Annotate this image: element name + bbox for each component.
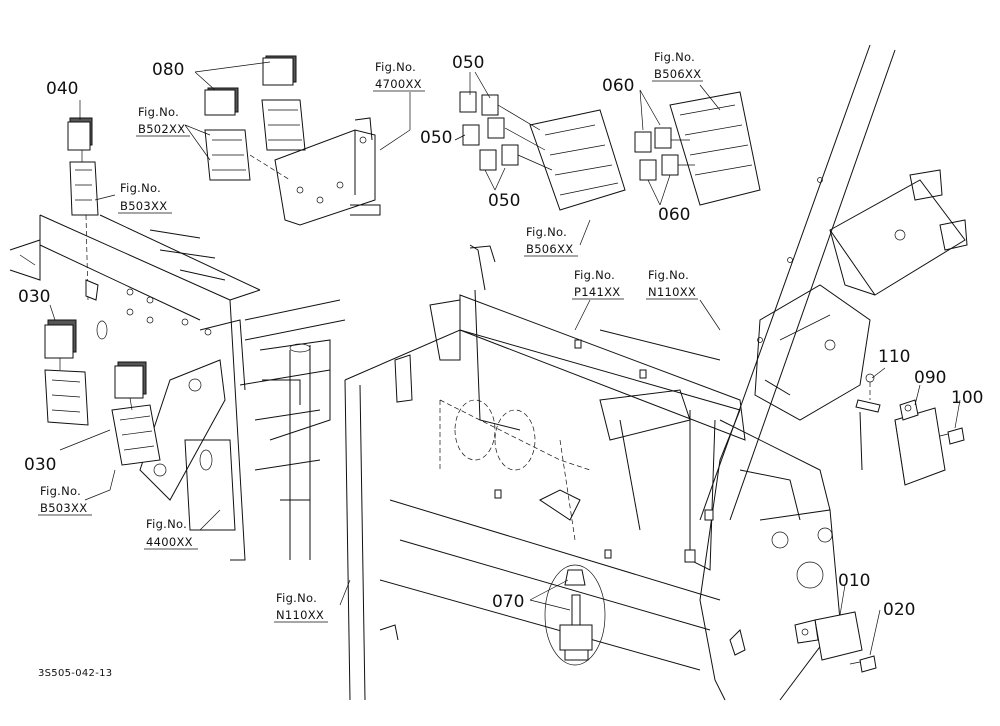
left-frame-structure [9,214,346,561]
fuse-box-assemblies [459,91,761,211]
fig-ref-p141: Fig.No. P141XX [572,268,624,300]
fig-ref-4400: Fig.No. 4400XX [144,517,198,550]
fig-ref-b506-top: Fig.No. B506XX [652,50,703,82]
svg-text:Fig.No.: Fig.No. [146,517,187,531]
document-code: 3S505-042-13 [38,668,112,679]
svg-text:N110XX: N110XX [648,285,696,299]
svg-text:Fig.No.: Fig.No. [40,484,81,498]
callout-040: 040 [46,79,78,99]
relay-040-assembly [67,117,99,301]
callout-100: 100 [951,388,983,408]
right-bracket-plates [754,169,968,421]
svg-text:Fig.No.: Fig.No. [574,268,615,282]
callout-070: 070 [492,592,524,612]
svg-text:Fig.No.: Fig.No. [276,591,317,605]
part-010-020-assembly [794,611,877,673]
callout-050-top: 050 [452,53,484,73]
callout-090: 090 [914,368,946,388]
part-090-110-100-assembly [855,373,965,486]
relay-080-assembly [204,55,381,226]
svg-text:B506XX: B506XX [526,242,573,256]
svg-text:B503XX: B503XX [40,501,87,515]
svg-text:Fig.No.: Fig.No. [526,225,567,239]
callout-010: 010 [838,571,870,591]
relay-030-upper-assembly [44,319,89,426]
callout-labels: 040 080 030 030 050 050 050 060 060 070 … [18,53,983,620]
callout-050-left: 050 [420,128,452,148]
callout-060-top: 060 [602,76,634,96]
svg-text:P141XX: P141XX [574,285,620,299]
fig-references: Fig.No. B502XX Fig.No. 4700XX Fig.No. B5… [38,50,703,623]
svg-text:B502XX: B502XX [138,122,185,136]
svg-text:B506XX: B506XX [654,67,701,81]
svg-text:4400XX: 4400XX [146,535,193,549]
callout-080: 080 [152,60,184,80]
relay-030-lower-assembly [111,361,161,466]
svg-text:Fig.No.: Fig.No. [138,105,179,119]
callout-030-lower: 030 [24,455,56,475]
fig-ref-4700: Fig.No. 4700XX [373,60,425,92]
fig-ref-n110-upper: Fig.No. N110XX [646,268,698,300]
svg-text:B503XX: B503XX [120,199,167,213]
svg-text:4700XX: 4700XX [375,77,422,91]
fuse-060-group [634,127,679,181]
svg-text:Fig.No.: Fig.No. [375,60,416,74]
callout-060-bottom: 060 [658,205,690,225]
fig-ref-b506-bottom: Fig.No. B506XX [524,225,578,257]
callout-050-bottom: 050 [488,191,520,211]
callout-030-upper: 030 [18,287,50,307]
fig-ref-n110-lower: Fig.No. N110XX [274,591,328,623]
part-070-assembly [544,564,606,666]
svg-text:N110XX: N110XX [276,608,324,622]
fuse-050-group [459,91,519,171]
central-main-frame [344,244,841,701]
svg-text:Fig.No.: Fig.No. [654,50,695,64]
leader-lines [49,61,961,656]
callout-110: 110 [878,347,910,367]
callout-020: 020 [883,600,915,620]
diagonal-beam [699,44,896,521]
fig-ref-b503-upper: Fig.No. B503XX [118,181,172,214]
fig-ref-b503-lower: Fig.No. B503XX [38,484,92,516]
fig-ref-b502: Fig.No. B502XX [136,105,190,137]
svg-text:Fig.No.: Fig.No. [648,268,689,282]
svg-text:Fig.No.: Fig.No. [120,181,161,195]
